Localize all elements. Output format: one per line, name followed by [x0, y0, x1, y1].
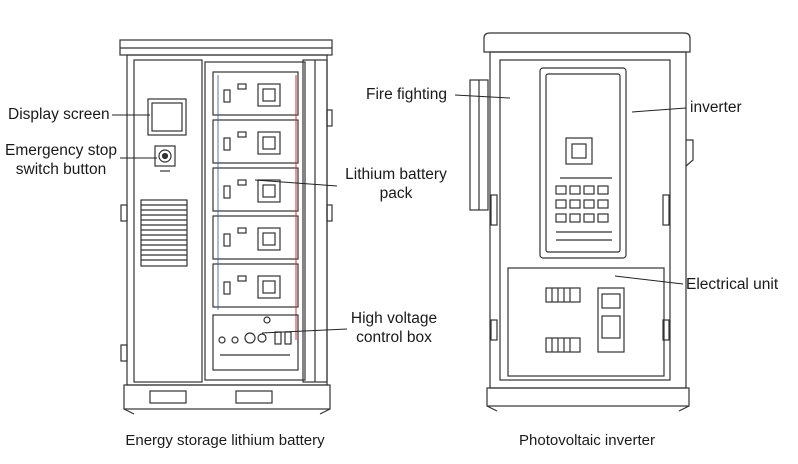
inverter-unit	[539, 67, 627, 259]
label-electrical-unit: Electrical unit	[686, 276, 779, 293]
electrical-unit	[507, 267, 665, 377]
label-hv-control-box-line1: High voltage	[350, 310, 438, 327]
display-screen	[147, 98, 187, 136]
battery-modules	[212, 71, 299, 308]
hv-control-box	[212, 314, 299, 371]
label-lithium-battery-pack: Lithium battery pack	[336, 165, 456, 203]
label-emergency-stop: Emergency stop switch button	[2, 141, 120, 179]
label-hv-control-box-line2: control box	[356, 329, 432, 346]
vent-grille	[140, 199, 188, 267]
label-display-screen: Display screen	[8, 106, 110, 123]
leader-lines	[112, 94, 687, 334]
caption-pv-inverter: Photovoltaic inverter	[519, 432, 655, 449]
pv-inverter-cabinet	[469, 32, 694, 412]
label-emergency-stop-line2: switch button	[15, 161, 107, 178]
label-lithium-battery-pack-line2: pack	[379, 185, 413, 202]
emergency-stop-button	[154, 145, 176, 167]
label-inverter: inverter	[690, 99, 742, 116]
energy-storage-cabinet	[119, 39, 333, 415]
caption-energy-storage: Energy storage lithium battery	[125, 432, 325, 449]
label-emergency-stop-line1: Emergency stop	[5, 142, 117, 159]
label-lithium-battery-pack-line1: Lithium battery	[345, 166, 447, 183]
label-fire-fighting: Fire fighting	[366, 86, 447, 103]
label-hv-control-box: High voltage control box	[342, 309, 446, 347]
